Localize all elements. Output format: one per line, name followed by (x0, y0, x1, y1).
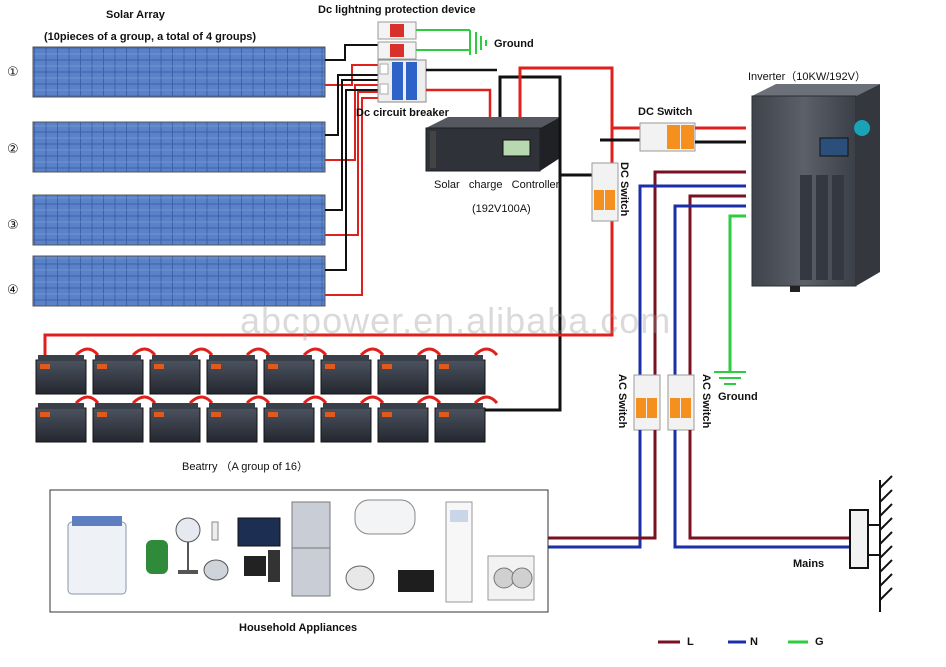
switch-icon (667, 374, 695, 431)
battery-unit (35, 347, 100, 395)
dc-breaker-label: Dc circuit breaker (356, 107, 449, 119)
battery-unit (206, 347, 271, 395)
ac-switch-label: AC Switch (616, 374, 628, 429)
battery-unit (92, 347, 157, 395)
controller-icon (425, 117, 560, 172)
battery-unit (320, 395, 385, 443)
battery-unit (35, 395, 100, 443)
battery-unit (92, 395, 157, 443)
battery-unit (377, 395, 442, 443)
mains-label: Mains (793, 558, 825, 570)
battery-unit (320, 347, 385, 395)
watermark: abcpower.en.alibaba.com (240, 300, 672, 341)
dc-breaker-icon (377, 59, 427, 103)
solar-panel-icon (32, 46, 326, 307)
battery-unit (206, 395, 271, 443)
lightning-protector-icon (377, 21, 417, 60)
solar-array-title: Solar Array (106, 9, 165, 21)
group-number: ① (7, 65, 19, 80)
ground-top-label: Ground (494, 38, 534, 50)
ac-switch-label: AC Switch (700, 374, 712, 429)
inverter-label: Inverter（10KW/192V） (748, 71, 866, 83)
appliance-icon (67, 499, 535, 603)
group-number: ③ (7, 218, 19, 233)
mains-icon (849, 475, 893, 612)
legend-n-label: N (750, 636, 758, 648)
battery-unit (434, 395, 499, 443)
ground-icon (714, 371, 746, 385)
legend-g-label: G (815, 636, 824, 648)
battery-unit (434, 347, 499, 395)
ground-right-label: Ground (718, 391, 758, 403)
inverter-icon (751, 84, 880, 292)
battery-unit (263, 347, 328, 395)
solar-array-subtitle: (10pieces of a group, a total of 4 group… (44, 31, 257, 43)
dc-switch-vertical-label: DC Switch (618, 162, 630, 217)
group-number: ④ (7, 283, 19, 298)
battery-label: Beatrry （A group of 16） (182, 461, 308, 473)
controller-label: Solar charge Controller (434, 179, 560, 191)
group-number: ② (7, 142, 19, 157)
household-label: Household Appliances (239, 622, 358, 634)
battery-unit (149, 395, 214, 443)
switch-icon (591, 162, 619, 222)
battery-unit (377, 347, 442, 395)
battery-unit (263, 395, 328, 443)
battery-icon (35, 347, 499, 443)
dc-switch-horizontal-label: DC Switch (638, 106, 693, 118)
switch-icon (633, 374, 661, 431)
lightning-label: Dc lightning protection device (318, 4, 476, 16)
legend-l-label: L (687, 636, 694, 648)
battery-unit (149, 347, 214, 395)
switch-icon (639, 122, 696, 152)
ground-icon (475, 32, 487, 54)
controller-spec: (192V100A) (472, 203, 531, 215)
